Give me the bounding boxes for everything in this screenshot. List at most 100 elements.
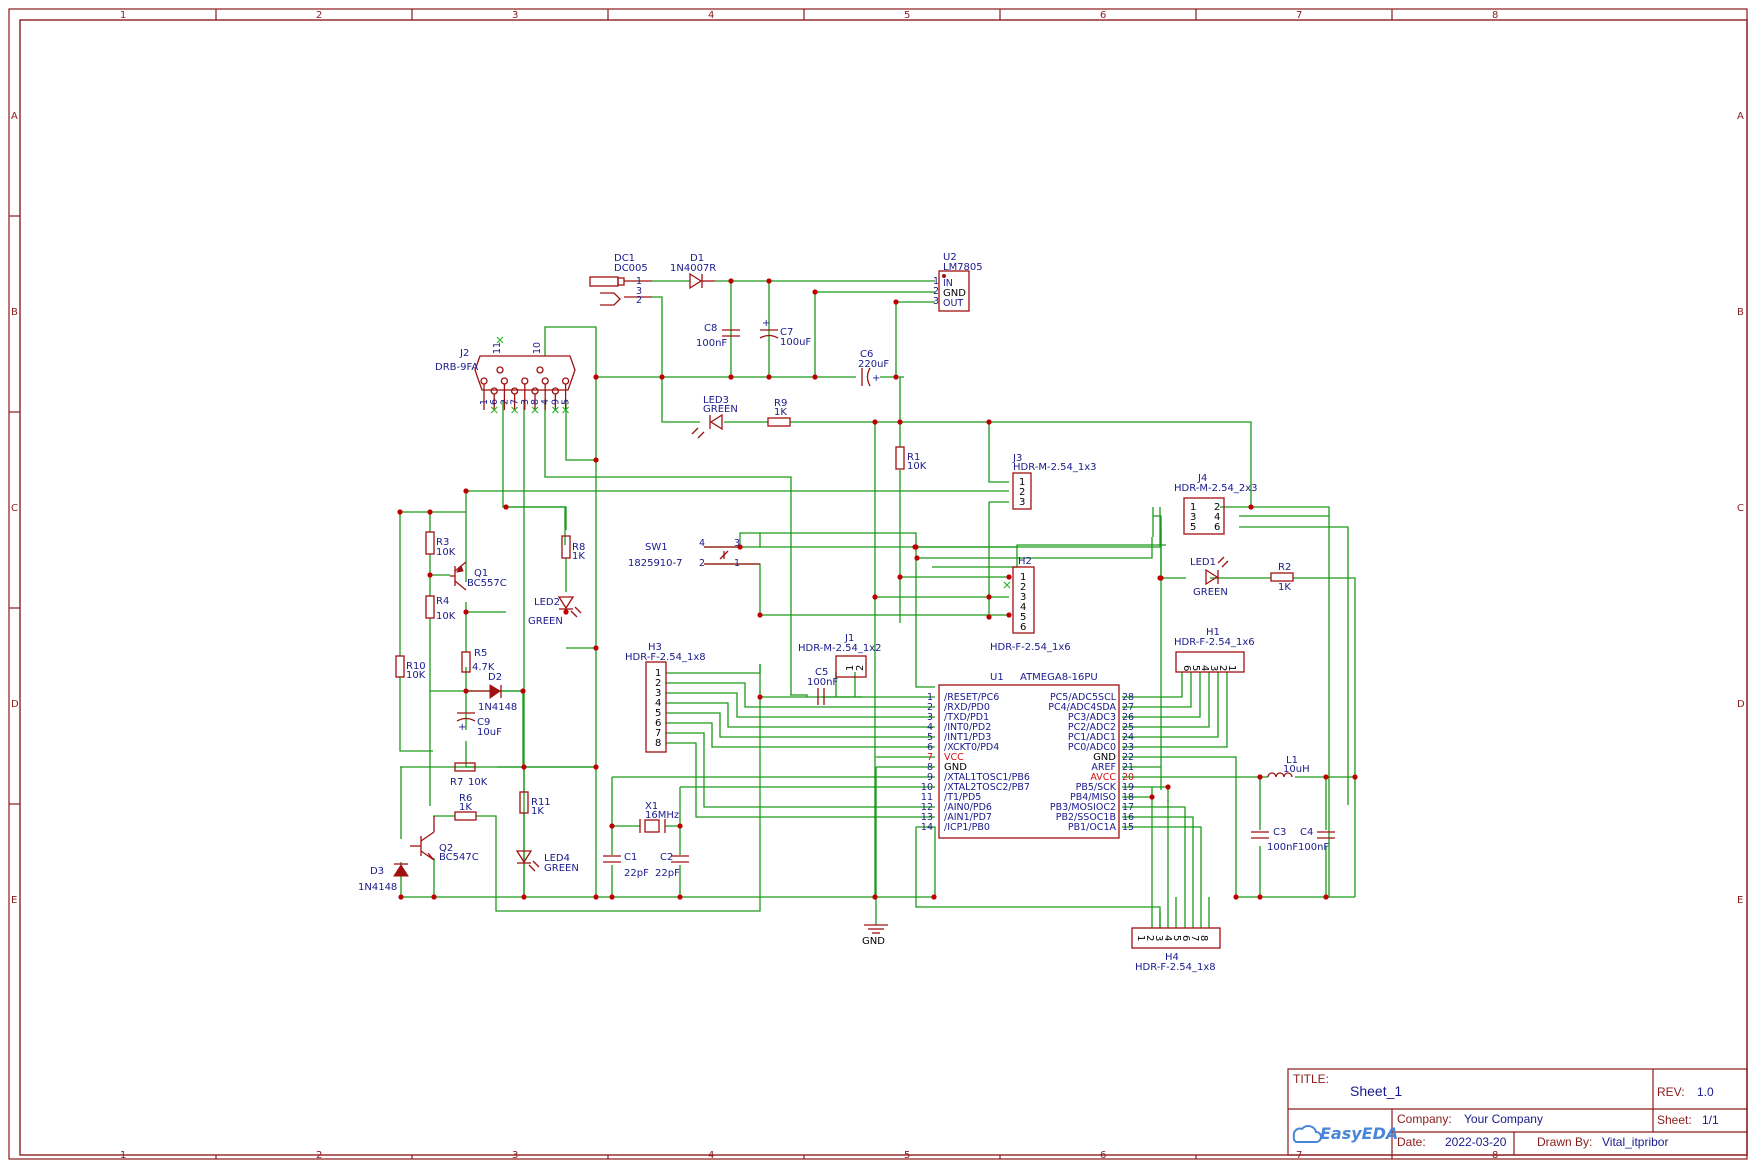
zone-col-label: 4 xyxy=(708,10,714,21)
junction-dot xyxy=(503,504,509,510)
j2-pin-num: 3 xyxy=(520,399,531,405)
u1-right-pin-name: PB3/MOSIOC2 xyxy=(1050,802,1116,813)
u1-left-pin-num: 11 xyxy=(921,792,933,803)
no-connect-icon xyxy=(551,406,559,414)
u1-left-pin-name: /INT1/PD3 xyxy=(944,732,991,743)
j1-header: J1 HDR-M-2.54_1x2 1 2 xyxy=(798,633,882,678)
u1-right-pin-num: 19 xyxy=(1122,782,1134,793)
junction-dot xyxy=(609,823,615,829)
q1-value: BC557C xyxy=(467,578,507,589)
c8-ref: C8 xyxy=(704,323,717,334)
led3-ref: LED3 xyxy=(703,395,729,406)
h3-pin-num: 1 xyxy=(655,668,661,679)
junction-dot xyxy=(1165,784,1171,790)
zone-col-label: 6 xyxy=(1100,10,1106,21)
c3-value: 100nF xyxy=(1267,842,1298,853)
c7-value: 100uF xyxy=(780,337,811,348)
junction-dot xyxy=(1257,894,1263,900)
r3-resistor: R3 10K xyxy=(425,531,456,558)
c5-capacitor: C5 100nF xyxy=(807,667,838,705)
no-connect-icon xyxy=(531,406,539,414)
junction-dot xyxy=(563,609,569,615)
junction-dot xyxy=(897,419,903,425)
u1-right-pin-num: 28 xyxy=(1122,692,1134,703)
j2-pin-circle xyxy=(500,377,509,385)
c9-value: 10uF xyxy=(477,727,502,738)
x1-crystal: X1 16MHz xyxy=(639,801,679,833)
u1-right-pin-num: 18 xyxy=(1122,792,1134,803)
junction-dot xyxy=(1248,504,1254,510)
junction-dot xyxy=(757,612,763,618)
title-label: TITLE: xyxy=(1293,1072,1329,1086)
r9-ref: R9 xyxy=(774,398,787,409)
u1-left-pin-num: 2 xyxy=(927,702,933,713)
h1-pin-num: 3 xyxy=(1208,665,1219,671)
h4-ref: H4 xyxy=(1165,952,1179,963)
u1-left-pin-num: 8 xyxy=(927,762,933,773)
junction-dot xyxy=(677,894,683,900)
u1-left-pins: 1/RESET/PC62/RXD/PD03/TXD/PD14/INT0/PD25… xyxy=(921,692,1030,833)
rev-label: REV: xyxy=(1657,1085,1685,1099)
u1-left-pin-num: 10 xyxy=(921,782,933,793)
drawn-value: Vital_itpribor xyxy=(1602,1135,1668,1149)
q2-transistor: Q2 BC547C xyxy=(410,816,479,863)
sw1-pin-4: 4 xyxy=(699,538,705,549)
l1-ref: L1 xyxy=(1286,755,1298,766)
u1-left-pin-name: /ICP1/PB0 xyxy=(944,822,990,833)
h2-pin-4: 4 xyxy=(1020,602,1026,613)
c3-capacitor: C3 100nF xyxy=(1251,827,1298,853)
h1-value: HDR-F-2.54_1x6 xyxy=(1174,637,1255,648)
r8-value: 1K xyxy=(572,551,585,562)
u1-right-pin-name: PC3/ADC3 xyxy=(1068,712,1116,723)
q1-transistor: Q1 BC557C xyxy=(450,561,507,591)
junction-dot xyxy=(757,694,763,700)
u1-left-pin-num: 12 xyxy=(921,802,933,813)
zone-col-label: 1 xyxy=(120,1150,126,1161)
r1-resistor: R1 10K xyxy=(895,446,927,472)
c4-value: 100nF xyxy=(1298,842,1329,853)
u1-right-pin-name: PB1/OC1A xyxy=(1068,822,1117,833)
c1-ref: C1 xyxy=(624,852,637,863)
j1-pin-1: 1 xyxy=(845,665,856,671)
j2-pin-num: 7 xyxy=(510,399,521,405)
u1-right-pin-num: 16 xyxy=(1122,812,1134,823)
date-label: Date: xyxy=(1397,1135,1426,1149)
junction-dot xyxy=(1323,894,1329,900)
h3-pin-num: 3 xyxy=(655,688,661,699)
q1-ref: Q1 xyxy=(474,568,488,579)
j2-pin-circle xyxy=(521,377,529,385)
zone-row-label: A xyxy=(1737,111,1744,122)
led2-ref: LED2 xyxy=(534,597,560,608)
junction-dot xyxy=(397,509,403,515)
frame-inner xyxy=(19,19,1748,1156)
h3-pin-num: 6 xyxy=(655,718,661,729)
junction-dot xyxy=(521,894,527,900)
d1-value: 1N4007R xyxy=(670,263,716,274)
c6-ref: C6 xyxy=(860,349,873,360)
q2-ref: Q2 xyxy=(439,843,453,854)
company-value: Your Company xyxy=(1464,1112,1543,1126)
u2-pin-2: 2 xyxy=(933,286,939,297)
zone-row-label: C xyxy=(11,503,18,514)
junction-dot xyxy=(893,299,899,305)
led2-led: LED2 GREEN xyxy=(528,596,582,627)
u1-left-pin-name: /AIN0/PD6 xyxy=(944,802,992,813)
r10-value: 10K xyxy=(406,670,426,681)
junction-dot xyxy=(914,555,920,561)
junction-dot xyxy=(463,488,469,494)
date-value: 2022-03-20 xyxy=(1445,1135,1507,1149)
u1-atmega8: U1 ATMEGA8-16PU 1/RESET/PC62/RXD/PD03/TX… xyxy=(921,672,1134,839)
u1-right-pins: 28PC5/ADC5SCL27PC4/ADC4SDA26PC3/ADC325PC… xyxy=(1048,692,1134,833)
u2-pin-out: OUT xyxy=(943,298,963,309)
led4-ref: LED4 xyxy=(544,853,570,864)
c7-plus: + xyxy=(762,318,770,329)
j2-pin-11: 11 xyxy=(492,342,503,354)
j3-pin-1: 1 xyxy=(1019,477,1025,488)
h4-pin-num: 3 xyxy=(1153,935,1164,941)
r11-ref: R11 xyxy=(531,797,551,808)
d1-ref: D1 xyxy=(690,253,704,264)
h1-pin-num: 2 xyxy=(1217,665,1228,671)
r4-value: 10K xyxy=(436,611,456,622)
